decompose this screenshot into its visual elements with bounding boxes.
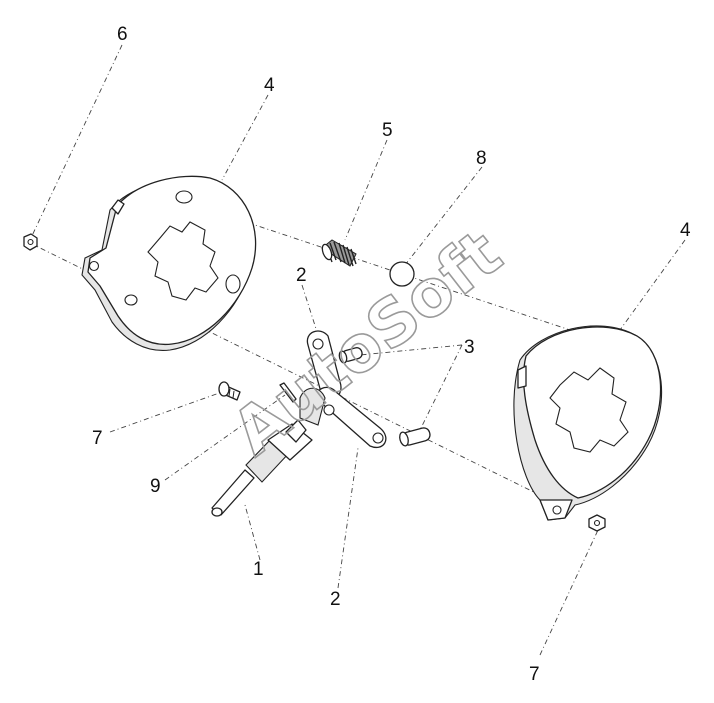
plate-part-4-right bbox=[513, 325, 663, 521]
leader-2-top bbox=[301, 284, 319, 336]
callout-1: 1 bbox=[253, 559, 264, 580]
callout-7-left: 7 bbox=[92, 428, 103, 449]
callout-4-right: 4 bbox=[680, 220, 691, 241]
plate-part-4-left bbox=[81, 175, 257, 351]
leader-3-b bbox=[419, 344, 463, 431]
plate-hole-lower bbox=[124, 294, 138, 306]
nut-part-6 bbox=[23, 233, 38, 251]
callout-4-left: 4 bbox=[264, 75, 275, 96]
spring-part-5 bbox=[321, 239, 357, 267]
leader-7-right bbox=[539, 529, 599, 656]
callout-2-bottom: 2 bbox=[330, 589, 341, 610]
shaft-part-1 bbox=[211, 419, 313, 517]
callout-7-right: 7 bbox=[529, 664, 540, 685]
callouts: 6 4 5 8 4 2 3 7 9 1 2 7 bbox=[92, 24, 691, 685]
plate-hole-upper bbox=[175, 190, 193, 204]
plate-hole-right bbox=[225, 274, 241, 294]
leader-5 bbox=[344, 139, 388, 241]
callout-9: 9 bbox=[150, 476, 161, 497]
callout-8: 8 bbox=[476, 148, 487, 169]
link-part-2 bbox=[299, 330, 387, 449]
callout-2-top: 2 bbox=[296, 265, 307, 286]
callout-6: 6 bbox=[117, 24, 128, 45]
pin-part-3-upper bbox=[338, 347, 363, 364]
leader-9 bbox=[164, 394, 286, 481]
ball-part-8 bbox=[389, 261, 415, 287]
leader-6 bbox=[29, 44, 123, 241]
plate-hole-tab bbox=[88, 260, 100, 272]
leader-7-left bbox=[109, 391, 223, 433]
leader-2-bottom bbox=[337, 447, 359, 589]
leader-4-right bbox=[619, 239, 686, 331]
leader-4-left bbox=[221, 94, 269, 181]
pin-part-3-lower bbox=[399, 427, 431, 447]
screw-part-7-left bbox=[218, 381, 241, 401]
callout-5: 5 bbox=[382, 120, 393, 141]
callout-3: 3 bbox=[464, 337, 475, 358]
leader-3-a bbox=[359, 344, 463, 356]
split-pin-part-9 bbox=[279, 382, 297, 403]
nut-part-7-right bbox=[588, 514, 606, 532]
leader-8 bbox=[404, 166, 483, 266]
leader-1 bbox=[244, 504, 261, 561]
